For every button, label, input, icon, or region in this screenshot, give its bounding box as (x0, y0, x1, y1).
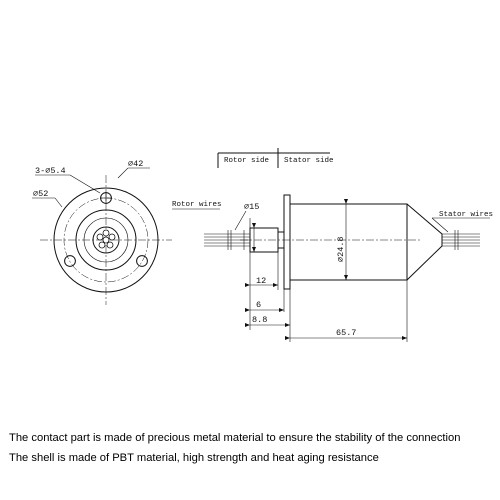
body-diameter-label: ⌀24.8 (336, 236, 346, 262)
wire-bundle-icon (96, 229, 116, 249)
stator-side-label: Stator side (284, 157, 334, 165)
stator-wires-label: Stator wires (439, 211, 493, 219)
caption-shell-material: The shell is made of PBT material, high … (9, 452, 379, 464)
side-view: Rotor side Stator side (172, 148, 493, 342)
flange (283, 194, 291, 290)
mounting-hole (136, 255, 148, 267)
rotor-side-label: Rotor side (224, 157, 269, 165)
dim-8-8: 8.8 (252, 315, 267, 325)
rotor-wires-label: Rotor wires (172, 201, 222, 209)
stator-wires (442, 230, 480, 250)
flange-outer-circle (53, 187, 159, 293)
hole-pattern-label: 3-⌀5.4 (35, 166, 66, 176)
rotor-core (92, 226, 120, 254)
stator-cone (406, 203, 443, 281)
caption-contact-material: The contact part is made of precious met… (9, 432, 461, 444)
main-body (289, 203, 408, 281)
dim-65-7: 65.7 (336, 328, 356, 338)
rotor-wires (204, 230, 250, 250)
rotor-shaft (249, 227, 279, 253)
front-view: 3-⌀5.4 ⌀42 ⌀52 (32, 159, 172, 305)
rotor-shaft-diameter-label: ⌀15 (244, 202, 259, 212)
outer-diameter-label: ⌀52 (33, 189, 48, 199)
mounting-hole (64, 255, 76, 267)
body-circle (75, 209, 137, 271)
dim-12: 12 (256, 276, 266, 286)
technical-drawing: 3-⌀5.4 ⌀42 ⌀52 Rotor side Stator side (32, 148, 493, 342)
dim-6: 6 (256, 300, 261, 310)
bolt-circle-label: ⌀42 (128, 159, 143, 169)
